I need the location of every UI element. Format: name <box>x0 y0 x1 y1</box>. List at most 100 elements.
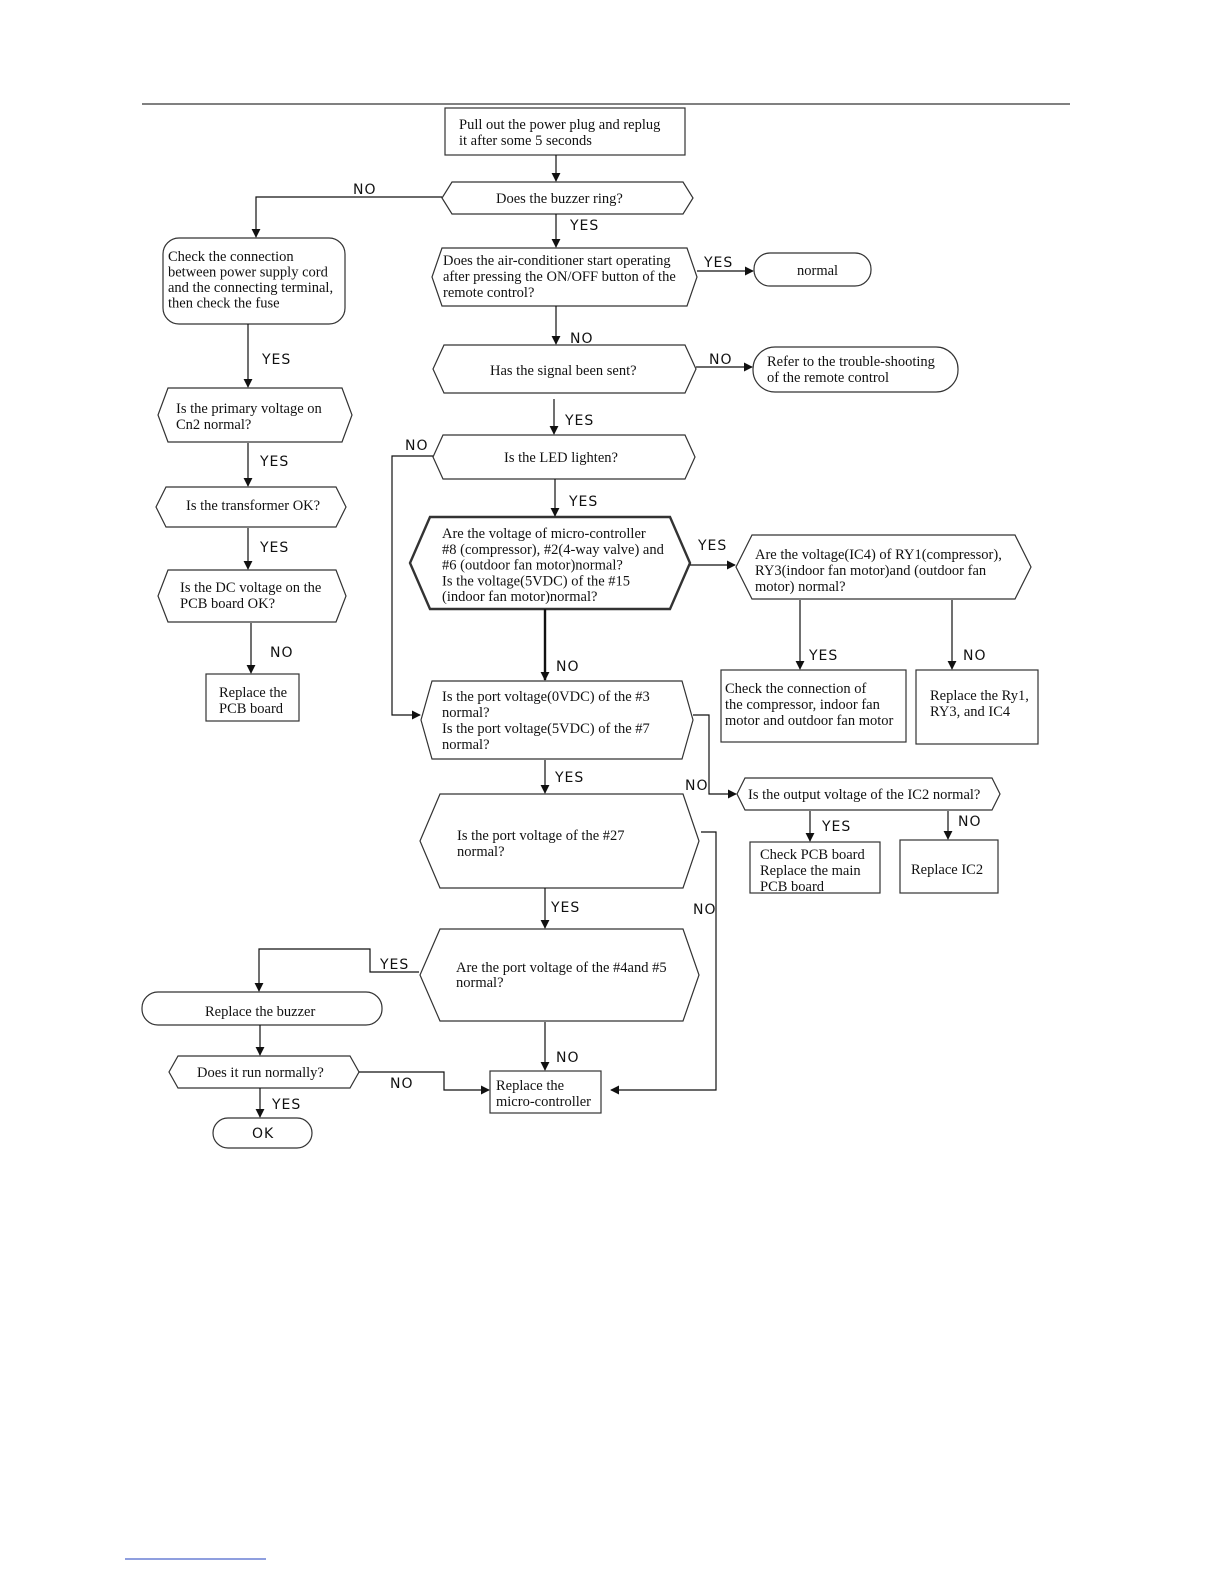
node-signal-sent: Has the signal been sent? <box>432 344 697 394</box>
node-text-line: Replace IC2 <box>911 862 983 878</box>
node-text-line: Is the primary voltage on <box>176 401 323 417</box>
edge-run-no-to-micro <box>359 1071 490 1095</box>
node-text-line: Does the buzzer ring? <box>496 191 623 207</box>
label-no: NO <box>270 645 294 661</box>
node-text-line: Are the voltage of micro-controller <box>442 526 646 542</box>
node-text-line: Check the connection <box>168 249 294 265</box>
node-buzzer-ring: Does the buzzer ring? <box>441 181 694 215</box>
node-ic2-output: Is the output voltage of the IC2 normal? <box>736 777 1001 811</box>
node-replace-buzzer: Replace the buzzer <box>141 991 383 1026</box>
label-no: NO <box>405 438 429 454</box>
label-yes: YES <box>271 1097 301 1113</box>
node-text-line: normal <box>797 263 838 279</box>
node-text-line: Does it run normally? <box>197 1065 324 1081</box>
label-no: NO <box>963 648 987 664</box>
node-start-operating-text: Does the air-conditioner start operating… <box>443 253 676 301</box>
node-signal-sent-text: Has the signal been sent? <box>490 363 637 379</box>
label-no: NO <box>570 331 594 347</box>
label-yes: YES <box>379 957 409 973</box>
node-text-line: Is the port voltage of the #27 <box>457 828 625 844</box>
node-text-line: Pull out the power plug and replug <box>459 117 660 133</box>
label-yes: YES <box>568 494 598 510</box>
node-text-line: PCB board OK? <box>180 596 275 612</box>
node-ok-text: OK <box>252 1126 274 1142</box>
node-text-line: remote control? <box>443 285 534 301</box>
label-no: NO <box>709 352 733 368</box>
node-text-line: Has the signal been sent? <box>490 363 637 379</box>
label-no: NO <box>556 1050 580 1066</box>
node-start-operating: Does the air-conditioner start operating… <box>431 247 698 307</box>
node-text-line: normal? <box>456 975 504 991</box>
node-text-line: then check the fuse <box>168 296 280 312</box>
node-text-line: Are the port voltage of the #4and #5 <box>456 960 667 976</box>
node-text-line: it after some 5 seconds <box>459 133 592 149</box>
node-port-3-7: Is the port voltage(0VDC) of the #3 norma… <box>420 680 694 760</box>
edge-buzzer-no-to-check <box>251 196 442 238</box>
node-micro-voltage-text: Are the voltage of micro-controller#8 (c… <box>442 526 665 605</box>
node-text-line: Is the port voltage(5VDC) of the #7 <box>442 721 650 737</box>
node-replace-ic2-text: Replace IC2 <box>911 862 983 878</box>
label-no: NO <box>693 902 717 918</box>
node-text-line: Check the connection of <box>725 681 866 697</box>
node-text-line: and the connecting terminal, <box>168 280 333 296</box>
label-no: NO <box>958 814 982 830</box>
node-text-line: Is the output voltage of the IC2 normal? <box>748 787 980 803</box>
node-text-line: Replace the buzzer <box>205 1004 315 1020</box>
node-led-lighten-text: Is the LED lighten? <box>504 450 618 466</box>
node-text-line: PCB board <box>760 879 825 895</box>
node-text-line: between power supply cord <box>168 265 329 281</box>
node-text-line: #6 (outdoor fan motor)normal? <box>442 558 623 574</box>
node-ic2-output-text: Is the output voltage of the IC2 normal? <box>748 787 980 803</box>
node-buzzer-ring-text: Does the buzzer ring? <box>496 191 623 207</box>
node-text-line: Is the port voltage(0VDC) of the #3 <box>442 689 650 705</box>
node-replace-buzzer-text: Replace the buzzer <box>205 1004 315 1020</box>
node-normal: normal <box>753 252 872 287</box>
node-run-normally-text: Does it run normally? <box>197 1065 324 1081</box>
node-text-line: Replace the Ry1, <box>930 688 1029 704</box>
node-text-line: Is the LED lighten? <box>504 450 618 466</box>
node-ok: OK <box>212 1117 313 1149</box>
node-text-line: RY3(indoor fan motor)and (outdoor fan <box>755 563 987 579</box>
node-text-line: normal? <box>442 737 490 753</box>
node-text-line: Cn2 normal? <box>176 417 251 433</box>
node-text-line: Is the voltage(5VDC) of the #15 <box>442 573 630 589</box>
label-no: NO <box>556 659 580 675</box>
label-yes: YES <box>564 413 594 429</box>
edge-labels: NO YES YES NO YES NO YES NO YES YES YES … <box>259 182 987 1113</box>
node-text-line: OK <box>252 1126 274 1142</box>
edge-led-no-to-port37 <box>391 455 433 720</box>
node-text-line: of the remote control <box>767 370 889 386</box>
node-text-line: (indoor fan motor)normal? <box>442 589 597 605</box>
node-replace-ry-text: Replace the Ry1,RY3, and IC4 <box>930 688 1029 720</box>
node-text-line: Replace the <box>219 685 287 701</box>
node-run-normally: Does it run normally? <box>168 1055 360 1089</box>
node-text-line: motor) normal? <box>755 579 846 595</box>
node-text-line: PCB board <box>219 701 284 717</box>
node-text-line: Is the DC voltage on the <box>180 580 321 596</box>
label-yes: YES <box>259 540 289 556</box>
node-replace-ry: Replace the Ry1,RY3, and IC4 <box>915 669 1039 745</box>
node-text-line: Are the voltage(IC4) of RY1(compressor), <box>755 547 1002 563</box>
edge-port37-no-to-ic2 <box>693 714 737 799</box>
label-yes: YES <box>261 352 291 368</box>
node-text-line: #8 (compressor), #2(4-way valve) and <box>442 542 665 558</box>
